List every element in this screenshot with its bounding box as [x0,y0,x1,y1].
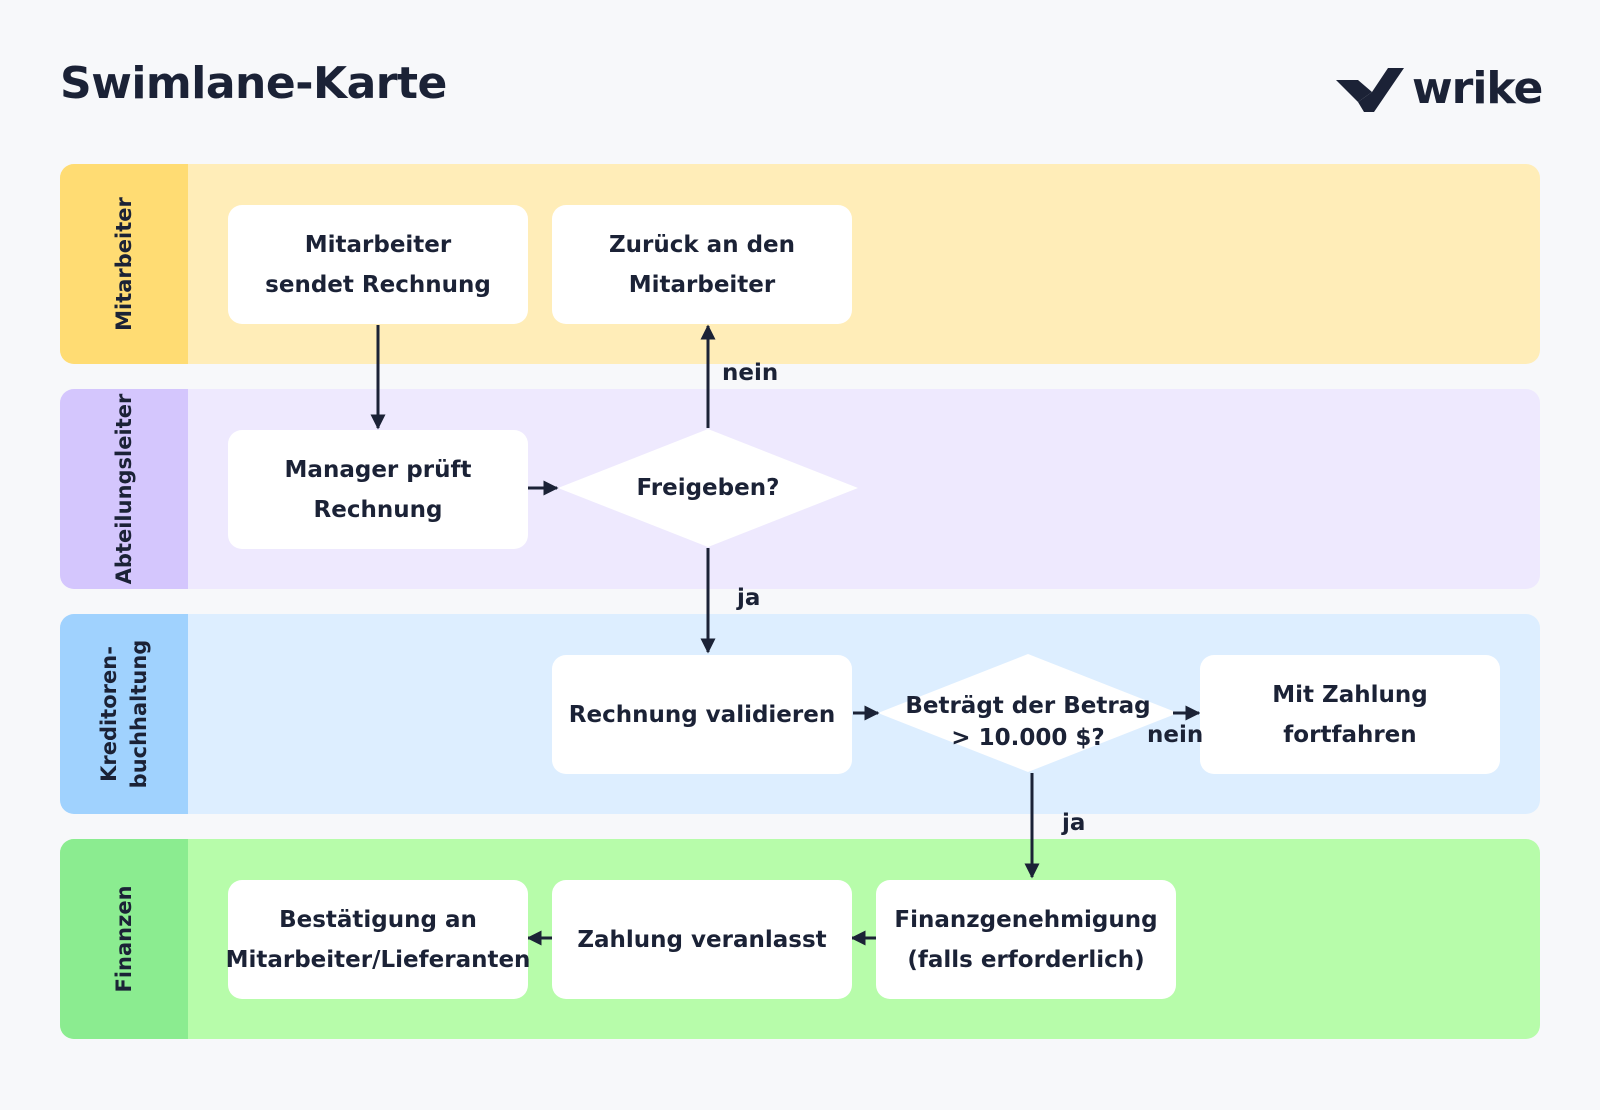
edge-label-betrag-nein: nein [1147,722,1204,748]
node-mit-zahlung-fortfahren[interactable]: Mit Zahlung fortfahren [1200,655,1500,774]
decision-label-freigeben[interactable]: Freigeben? [636,475,780,501]
node-zahlung-veranlasst[interactable]: Zahlung veranlasst [552,880,852,999]
node-label: Finanzgenehmigung (falls erforderlich) [894,906,1158,973]
edge-label-freigeben-ja: ja [737,585,761,611]
logo-text: wrike [1412,62,1543,114]
node-label: Rechnung validieren [568,701,836,728]
decision-diamond-betrag [878,654,1178,772]
lane-header-kreditorenbuchhaltung: Kreditoren- buchhaltung [60,614,188,814]
node-rechnung-validieren[interactable]: Rechnung validieren [552,655,852,774]
node-label: Zahlung veranlasst [577,926,827,953]
wrike-checkmark-logo-icon [1336,68,1404,112]
node-label: Bestätigung an Mitarbeiter/Lieferanten [225,906,531,973]
node-bestaetigung[interactable]: Bestätigung an Mitarbeiter/Lieferanten [225,880,531,999]
node-finanzgenehmigung[interactable]: Finanzgenehmigung (falls erforderlich) [876,880,1176,999]
lane-header-finanzen: Finanzen [60,839,188,1039]
wrike-logo[interactable]: wrike [1336,60,1543,116]
page-title: Swimlane-Karte [60,58,447,109]
lane-header-mitarbeiter: Mitarbeiter [60,164,188,364]
edge-label-freigeben-nein: nein [722,360,779,386]
node-label: Mit Zahlung fortfahren [1272,681,1428,748]
node-mitarbeiter-sendet-rechnung[interactable]: Mitarbeiter sendet Rechnung [228,205,528,324]
node-label: Mitarbeiter sendet Rechnung [265,231,491,298]
node-label: Manager prüft Rechnung [284,456,472,523]
decision-diamond-freigeben [558,429,858,547]
node-label: Zurück an den Mitarbeiter [608,231,796,298]
edge-label-betrag-ja: ja [1062,810,1086,836]
lane-header-abteilungsleiter: Abteilungsleiter [60,389,188,589]
node-zurueck-an-mitarbeiter[interactable]: Zurück an den Mitarbeiter [552,205,852,324]
decision-label-betrag[interactable]: Beträgt der Betrag > 10.000 $? [905,693,1151,751]
node-manager-prueft-rechnung[interactable]: Manager prüft Rechnung [228,430,528,549]
